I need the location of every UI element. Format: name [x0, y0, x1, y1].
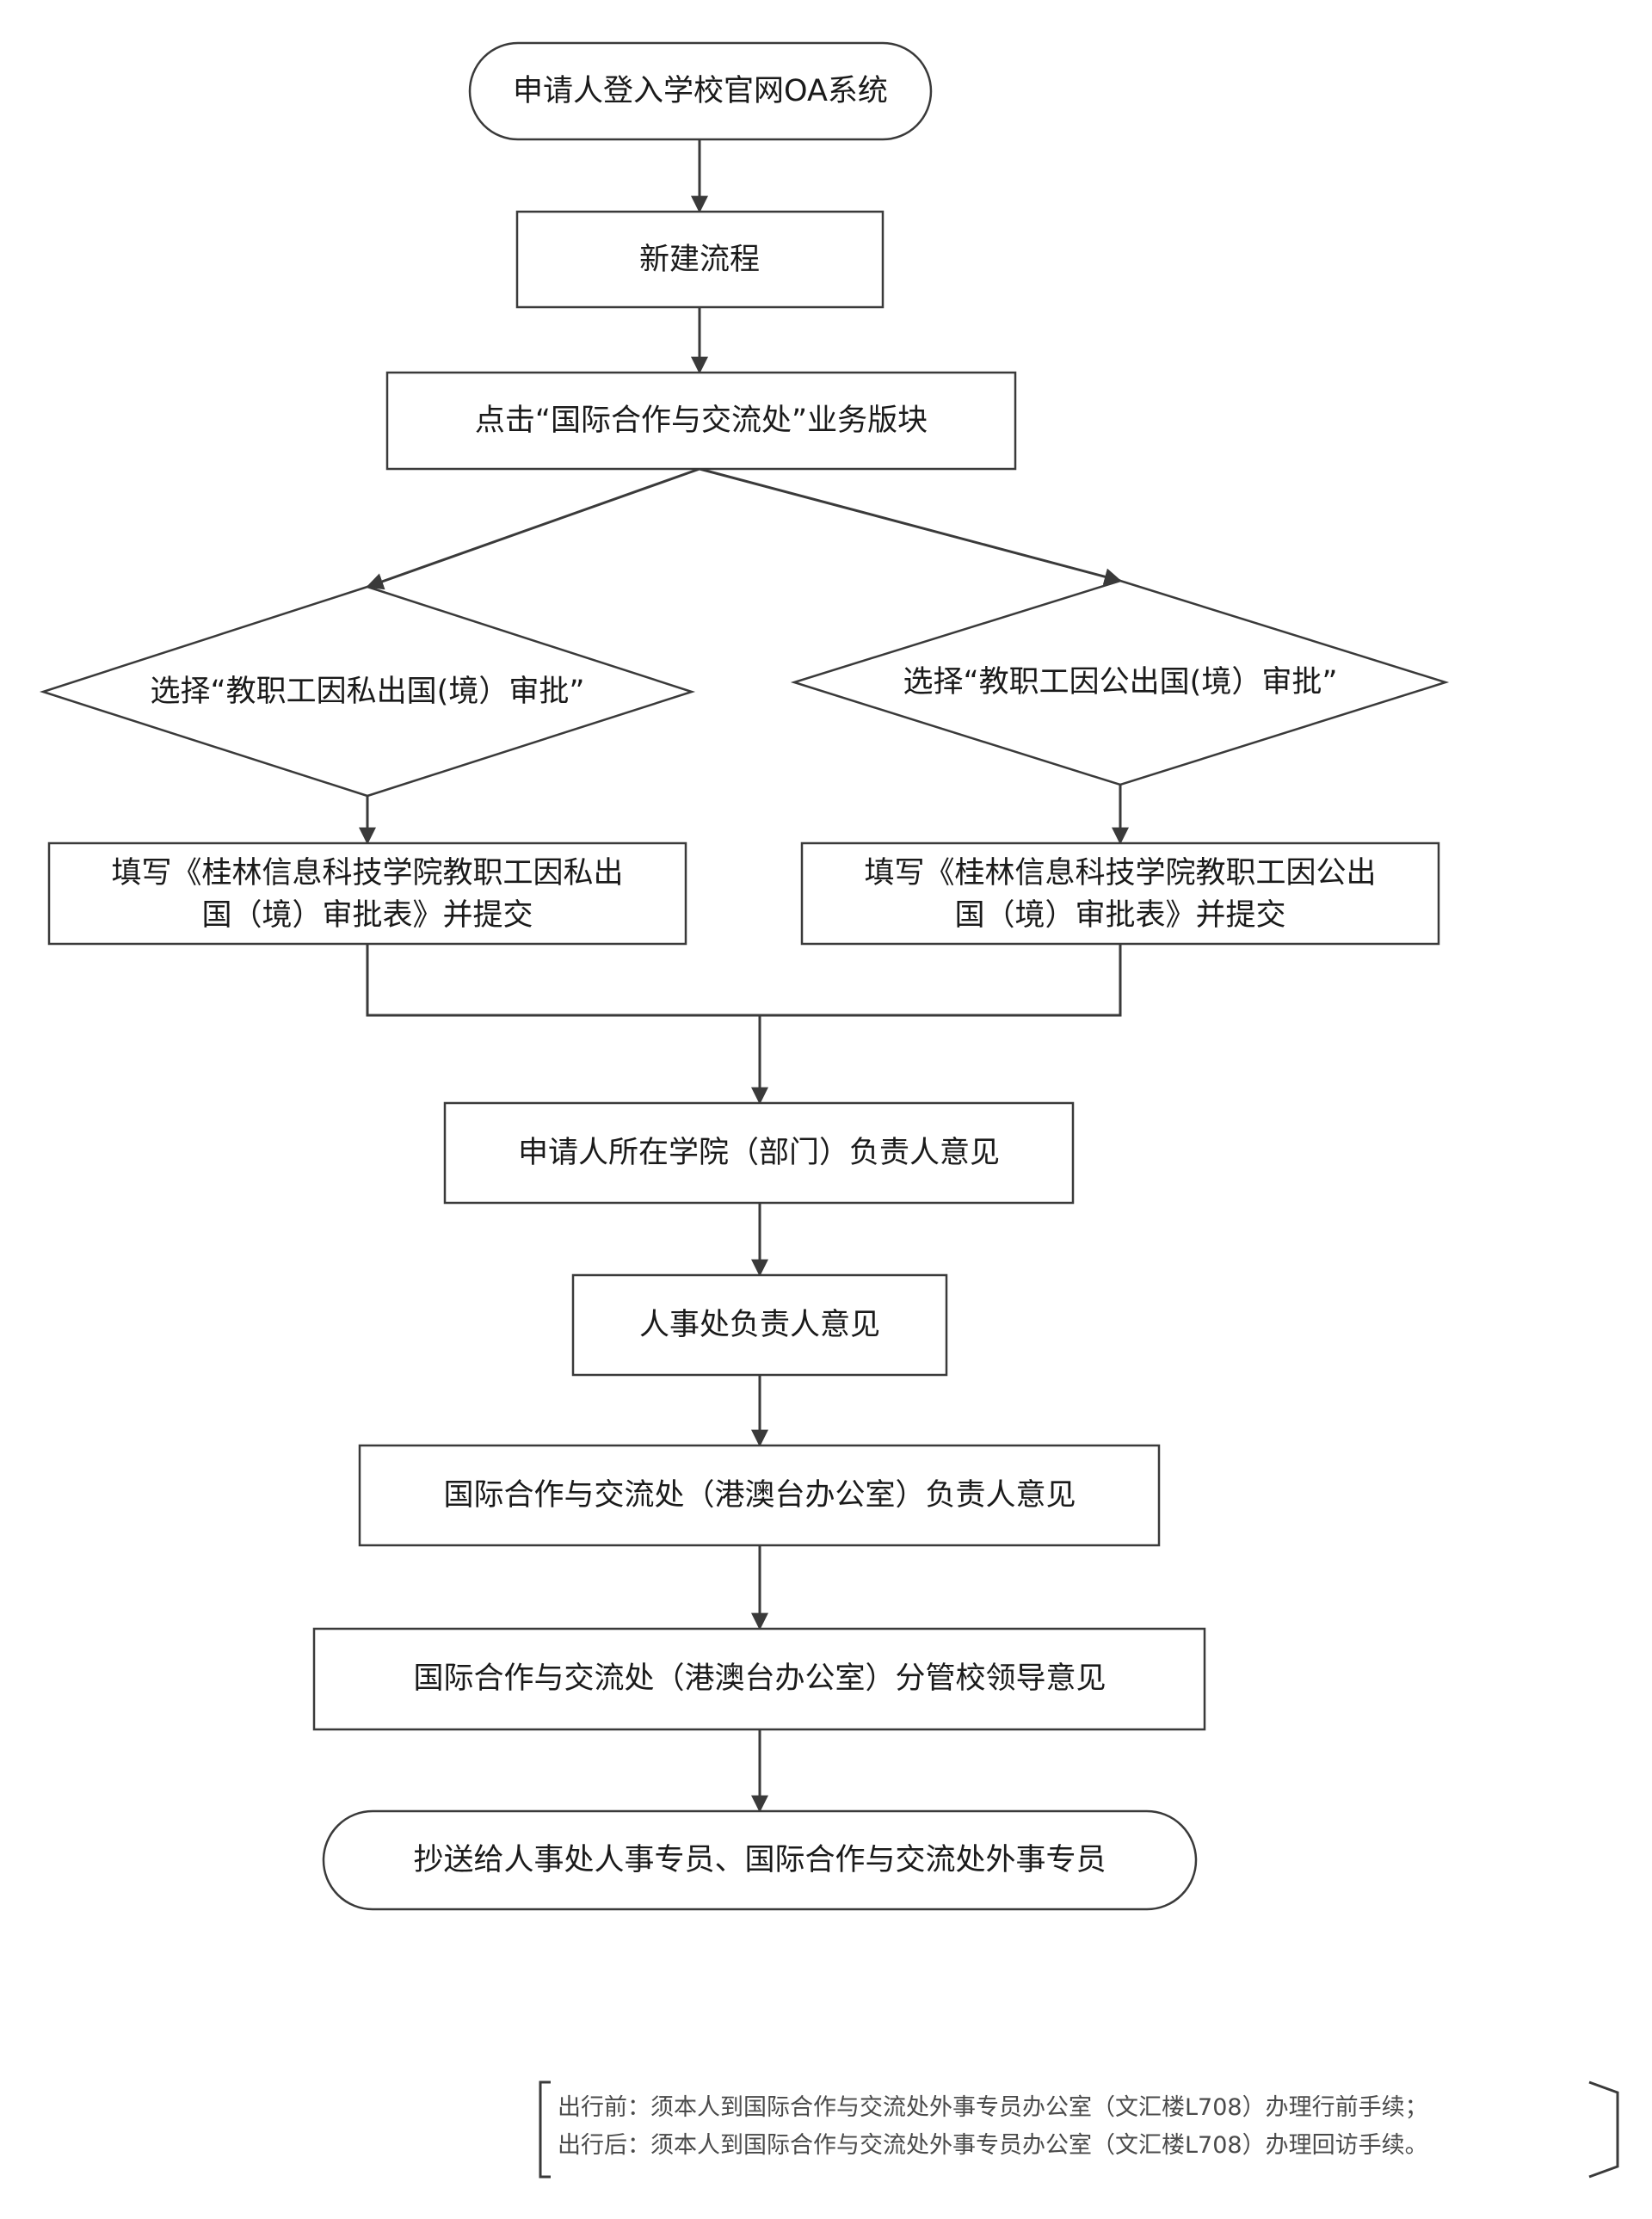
edges [359, 139, 1129, 1813]
edge-click-to-public [699, 467, 1122, 585]
form-private-line1: 填写《桂林信息科技学院教职工因私出 [111, 856, 623, 891]
node-intl-opinion: 国际合作与交流处（港澳台办公室）负责人意见 [358, 1444, 1161, 1547]
node-form-private: 填写《桂林信息科技学院教职工因私出 国（境）审批表》并提交 [47, 841, 687, 946]
edge-forms-merge [366, 944, 1122, 1017]
node-hr-opinion-label: 人事处负责人意见 [639, 1308, 880, 1342]
decision-private: 选择“教职工因私出国(境）审批” [39, 585, 696, 798]
process-box [571, 1273, 948, 1377]
process-box [443, 1101, 1075, 1205]
decision-shape [39, 585, 696, 798]
process-box [312, 1627, 1206, 1731]
node-dept-opinion-label: 申请人所在学院（部门）负责人意见 [518, 1136, 1000, 1170]
terminal-shape [468, 41, 933, 141]
node-new-process: 新建流程 [515, 210, 885, 309]
left-bracket [539, 2080, 551, 2179]
form-private-line2: 国（境）审批表》并提交 [201, 898, 533, 933]
terminal-shape [322, 1809, 1198, 1911]
note-before: 出行前：须本人到国际合作与交流处外事专员办公室（文汇楼L708）办理行前手续； [558, 2094, 1428, 2121]
node-end: 抄送给人事处人事专员、国际合作与交流处外事专员 [322, 1809, 1198, 1911]
decision-private-label: 选择“教职工因私出国(境）审批” [151, 675, 585, 709]
footnote: 出行前：须本人到国际合作与交流处外事专员办公室（文汇楼L708）办理行前手续； … [539, 2080, 1619, 2179]
node-end-label: 抄送给人事处人事专员、国际合作与交流处外事专员 [413, 1843, 1106, 1877]
node-click-module: 点击“国际合作与交流处”业务版块 [385, 371, 1017, 471]
note-after: 出行后：须本人到国际合作与交流处外事专员办公室（文汇楼L708）办理回访手续。 [558, 2132, 1428, 2159]
process-box [515, 210, 885, 309]
process-box [800, 841, 1440, 946]
node-dept-opinion: 申请人所在学院（部门）负责人意见 [443, 1101, 1075, 1205]
node-form-public: 填写《桂林信息科技学院教职工因公出 国（境）审批表》并提交 [800, 841, 1440, 946]
node-leader-opinion: 国际合作与交流处（港澳台办公室）分管校领导意见 [312, 1627, 1206, 1731]
process-box [385, 371, 1017, 471]
node-new-process-label: 新建流程 [639, 243, 760, 277]
node-start: 申请人登入学校官网OA系统 [468, 41, 933, 141]
node-click-module-label: 点击“国际合作与交流处”业务版块 [475, 404, 928, 438]
form-public-line1: 填写《桂林信息科技学院教职工因公出 [864, 856, 1376, 891]
process-box [358, 1444, 1161, 1547]
process-box [47, 841, 687, 946]
decision-shape [790, 579, 1450, 786]
decision-public: 选择“教职工因公出国(境）审批” [790, 579, 1450, 786]
node-hr-opinion: 人事处负责人意见 [571, 1273, 948, 1377]
node-intl-opinion-label: 国际合作与交流处（港澳台办公室）负责人意见 [443, 1478, 1076, 1513]
right-bracket [1588, 2080, 1619, 2179]
edge-click-to-private [366, 467, 700, 590]
node-leader-opinion-label: 国际合作与交流处（港澳台办公室）分管校领导意见 [413, 1661, 1106, 1696]
form-public-line2: 国（境）审批表》并提交 [954, 898, 1285, 933]
decision-public-label: 选择“教职工因公出国(境）审批” [903, 665, 1338, 700]
node-start-label: 申请人登入学校官网OA系统 [513, 74, 888, 108]
